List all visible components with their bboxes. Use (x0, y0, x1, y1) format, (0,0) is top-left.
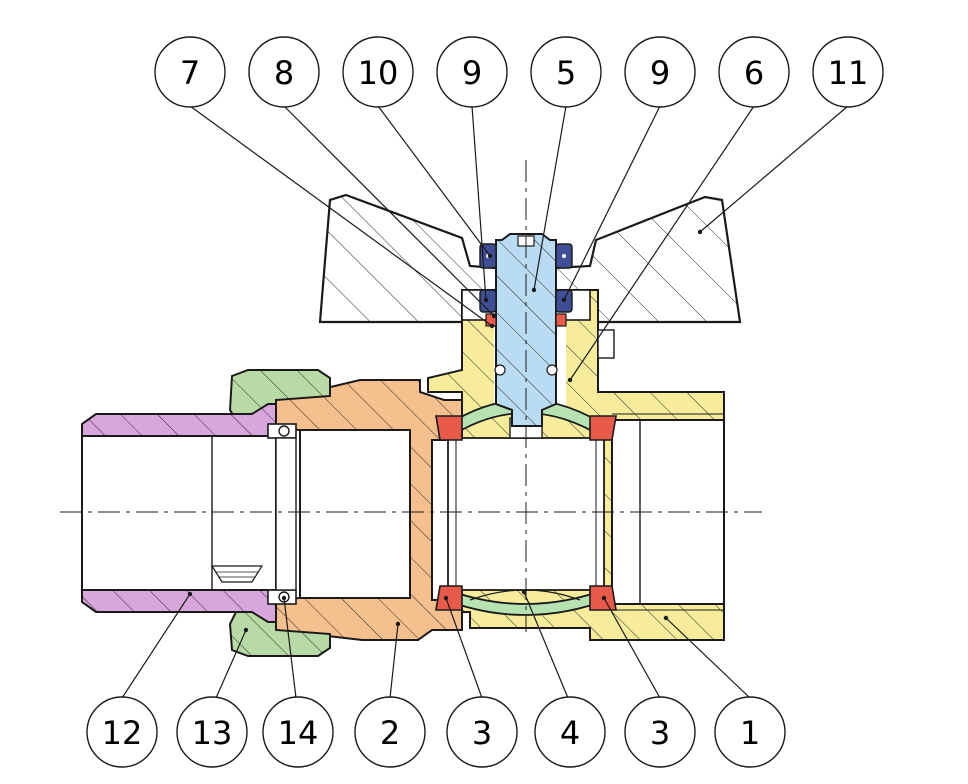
callout-label: 5 (556, 54, 576, 92)
callout-9a: 9 (436, 36, 508, 108)
callout-14: 14 (262, 696, 334, 768)
callout-label: 6 (744, 54, 764, 92)
callout-label: 11 (828, 54, 869, 92)
callout-label: 13 (192, 714, 233, 752)
callout-11: 11 (812, 36, 884, 108)
callout-9b: 9 (624, 36, 696, 108)
callout-3b: 3 (624, 696, 696, 768)
callout-7: 7 (154, 36, 226, 108)
callout-label: 8 (274, 54, 294, 92)
callout-1: 1 (714, 696, 786, 768)
callouts-top: 7 8 10 9 5 9 6 11 (154, 36, 884, 108)
callout-3a: 3 (446, 696, 518, 768)
packing-part (485, 313, 567, 376)
gasket-part (267, 423, 297, 605)
callout-label: 1 (740, 714, 760, 752)
callout-12: 12 (86, 696, 158, 768)
callout-13: 13 (176, 696, 248, 768)
callouts-bottom: 12 13 14 2 3 4 3 1 (86, 696, 786, 768)
callout-label: 14 (278, 714, 319, 752)
callout-label: 9 (462, 54, 482, 92)
callout-8: 8 (248, 36, 320, 108)
callout-label: 10 (358, 54, 399, 92)
union-body-part (275, 379, 463, 641)
callout-10: 10 (342, 36, 414, 108)
callout-label: 12 (102, 714, 143, 752)
callout-label: 9 (650, 54, 670, 92)
callout-6: 6 (718, 36, 790, 108)
callout-label: 2 (380, 714, 400, 752)
centerlines (60, 160, 762, 632)
callout-4: 4 (534, 696, 606, 768)
leader-dots (187, 229, 703, 633)
callout-label: 3 (650, 714, 670, 752)
callout-label: 3 (472, 714, 492, 752)
tailpiece-part (81, 403, 277, 623)
callout-2: 2 (354, 696, 426, 768)
callout-label: 4 (560, 714, 580, 752)
callout-label: 7 (180, 54, 200, 92)
callout-5: 5 (530, 36, 602, 108)
seat-part (435, 415, 617, 611)
handle-part (318, 193, 742, 324)
leader-lines (121, 105, 849, 699)
